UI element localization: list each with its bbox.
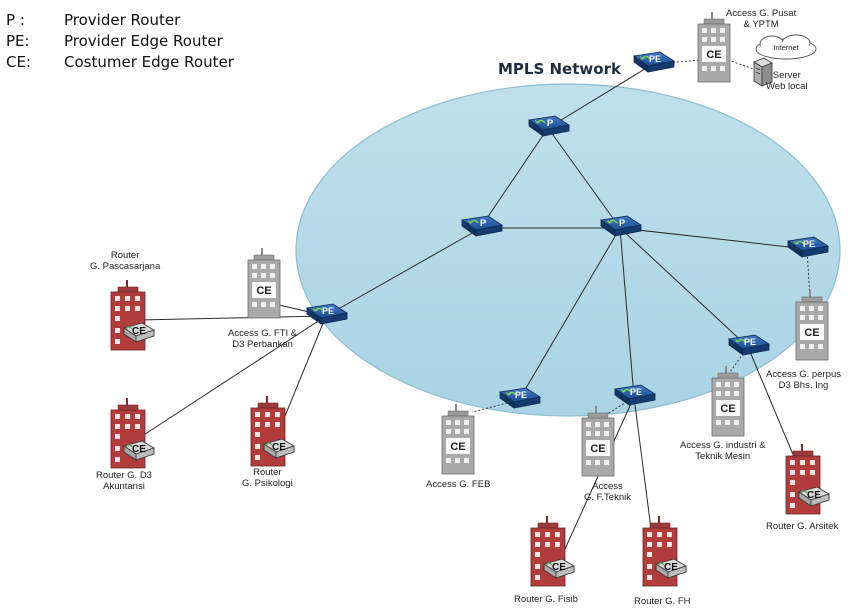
legend-key: P : <box>6 11 25 29</box>
building-fisib: CE <box>530 515 575 587</box>
ce-label: CE <box>132 326 146 337</box>
building-fti: CE <box>247 247 281 319</box>
legend-text: Provider Edge Router <box>64 32 223 50</box>
building-pascasarjana: CE <box>110 279 155 351</box>
pe-router: PE <box>499 387 541 409</box>
ce-label: CE <box>804 327 819 339</box>
ce-label: CE <box>590 443 605 455</box>
label-psikologi: Router G. Psikologi <box>242 467 293 489</box>
pe-label: PE <box>630 387 642 397</box>
building-arsitek: CE <box>785 443 830 515</box>
legend-key: PE: <box>6 32 30 50</box>
legend: P : Provider Router PE: Provider Edge Rout… <box>6 10 234 73</box>
building-perpus: CE <box>795 289 829 361</box>
legend-text: Provider Router <box>64 11 181 29</box>
pe-label: PE <box>649 54 661 64</box>
label-pascasarjana: Router G. Pascasarjana <box>90 250 161 272</box>
pe-router: PE <box>306 303 348 325</box>
internet-cloud: Internet <box>755 34 817 60</box>
legend-row-pe: PE: Provider Edge Router <box>6 31 234 52</box>
label-industri: Access G. industri & Teknik Mesin <box>680 440 766 462</box>
label-fh: Router G. FH <box>634 596 691 607</box>
pe-label: PE <box>515 390 527 400</box>
ce-label: CE <box>450 441 465 453</box>
building-industri: CE <box>711 365 745 437</box>
ce-label: CE <box>807 490 821 501</box>
ce-label: CE <box>552 562 566 573</box>
pe-label: PE <box>803 239 815 249</box>
pe-label: PE <box>744 337 756 347</box>
internet-label: Internet <box>773 43 799 52</box>
ce-label: CE <box>256 285 271 297</box>
pe-router: PE <box>728 334 770 356</box>
legend-text: Costumer Edge Router <box>64 53 234 71</box>
p-router: P <box>528 115 570 137</box>
ce-label: CE <box>720 403 735 415</box>
building-teknik: CE <box>581 405 615 477</box>
mpls-title: MPLS Network <box>498 60 621 78</box>
building-psikologi: CE <box>250 395 295 467</box>
pe-router: PE <box>633 51 675 73</box>
p-label: P <box>547 118 554 129</box>
label-pusat: Access G. Pusat & YPTM <box>726 8 797 30</box>
p-label: P <box>480 218 487 229</box>
p-router: P <box>461 215 503 237</box>
label-fisib: Router G. Fisib <box>514 594 578 605</box>
label-feb: Access G. FEB <box>426 479 491 490</box>
ce-label: CE <box>664 562 678 573</box>
server-icon <box>753 57 773 87</box>
building-fh: CE <box>642 515 687 587</box>
legend-row-ce: CE: Costumer Edge Router <box>6 52 234 73</box>
ce-label: CE <box>272 442 286 453</box>
label-perpus: Access G. perpus D3 Bhs. Ing <box>766 369 841 391</box>
mpls-cloud <box>295 83 841 417</box>
label-server: Server Web local <box>766 70 808 92</box>
pe-label: PE <box>322 306 334 316</box>
pe-router: PE <box>614 384 656 406</box>
building-feb: CE <box>441 403 475 475</box>
p-router: P <box>600 215 642 237</box>
label-teknik: Access G. F.Teknik <box>584 481 631 503</box>
label-arsitek: Router G. Arsitek <box>766 521 839 532</box>
label-akuntansi: Router G. D3 Akuntansi <box>96 470 152 492</box>
ce-label: CE <box>706 49 721 61</box>
building-pusat: CE <box>697 11 731 83</box>
ce-label: CE <box>132 444 146 455</box>
legend-row-p: P : Provider Router <box>6 10 234 31</box>
pe-router: PE <box>787 236 829 258</box>
label-fti: Access G. FTI & D3 Perbankan <box>228 328 298 350</box>
legend-key: CE: <box>6 53 32 71</box>
building-akuntansi: CE <box>110 397 155 469</box>
p-label: P <box>619 218 626 229</box>
